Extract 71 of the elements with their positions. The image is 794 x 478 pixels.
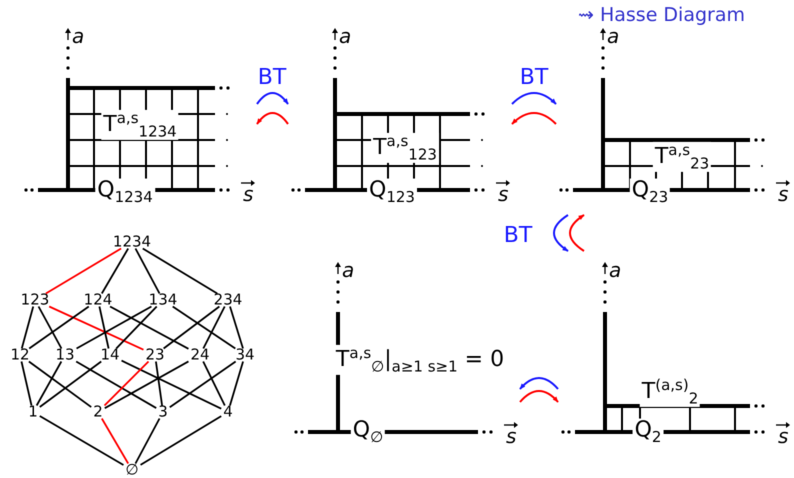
hasse-line — [116, 306, 158, 350]
curved-arrow — [519, 390, 559, 403]
axis-label: s — [778, 184, 788, 204]
subset-label: 14 — [100, 348, 120, 362]
hasse-line — [169, 360, 236, 408]
axis-label: s — [243, 184, 254, 204]
hasse-line — [36, 361, 62, 406]
hasse-line — [172, 306, 236, 350]
axis-label: a — [72, 26, 84, 46]
hasse-line — [28, 360, 92, 408]
hasse-line — [48, 306, 144, 351]
curved-arrow — [511, 92, 557, 105]
hasse-line — [38, 306, 62, 349]
curved-arrow — [553, 214, 569, 252]
hasse-line — [134, 248, 160, 294]
caption-link: ⇝ Hasse Diagram — [578, 4, 745, 26]
hasse-line — [101, 418, 129, 464]
subset-label: 4 — [223, 404, 233, 420]
hasse-line — [229, 306, 244, 349]
hasse-line — [76, 306, 152, 350]
hasse-line — [104, 360, 150, 406]
axis-label: a — [609, 260, 622, 280]
hasse-line — [202, 361, 226, 406]
subset-label: 234 — [214, 292, 242, 308]
subset-label: 13 — [55, 348, 75, 362]
curved-arrow — [569, 214, 585, 252]
axis-label: s — [506, 426, 516, 446]
hasse-line — [98, 306, 110, 349]
region-label: Q$_{1234}$ — [95, 178, 155, 206]
hasse-line — [142, 248, 218, 294]
subset-label: 2 — [93, 404, 103, 420]
subset-label: 124 — [84, 292, 112, 308]
axis-label: s — [778, 426, 788, 446]
hasse-line — [104, 360, 189, 409]
hasse-line — [134, 418, 160, 464]
hasse-line — [110, 306, 189, 350]
hasse-line — [140, 415, 222, 466]
subset-label: 34 — [235, 348, 255, 362]
axis-label: a — [607, 26, 620, 46]
axis-label: a — [339, 26, 352, 46]
hasse-line — [155, 361, 163, 406]
curved-arrow — [511, 112, 557, 125]
hasse-line — [101, 248, 129, 294]
axis-label: a — [342, 260, 354, 280]
subset-label: 3 — [158, 404, 168, 420]
curved-arrow — [256, 112, 289, 125]
hasse-line — [39, 415, 124, 466]
hasse-line — [39, 360, 102, 408]
subset-label: 12 — [10, 348, 30, 362]
hasse-line — [76, 360, 157, 409]
curved-arrow — [519, 377, 559, 390]
region-label: Q$_{∅}$ — [350, 418, 386, 446]
region-label: Q$_{23}$ — [630, 178, 670, 206]
axis-label: s — [498, 184, 508, 204]
hasse-line — [121, 360, 222, 410]
region-label: Q$_{123}$ — [367, 178, 417, 206]
hasse-line — [45, 248, 122, 294]
subset-label: 24 — [190, 348, 210, 362]
subset-label: 23 — [145, 348, 165, 362]
subset-label: 123 — [20, 292, 50, 308]
hasse-line — [163, 306, 220, 350]
hasse-line — [202, 306, 226, 349]
curved-arrow — [256, 92, 289, 105]
subset-label: 134 — [148, 292, 178, 308]
hasse-line — [229, 361, 244, 406]
hasse-line — [28, 306, 90, 350]
hasse-line — [20, 306, 34, 349]
subset-label: 1234 — [112, 234, 152, 250]
subset-label: ∅ — [125, 462, 139, 478]
subset-label: 1 — [28, 404, 38, 420]
hasse-line — [20, 361, 32, 406]
